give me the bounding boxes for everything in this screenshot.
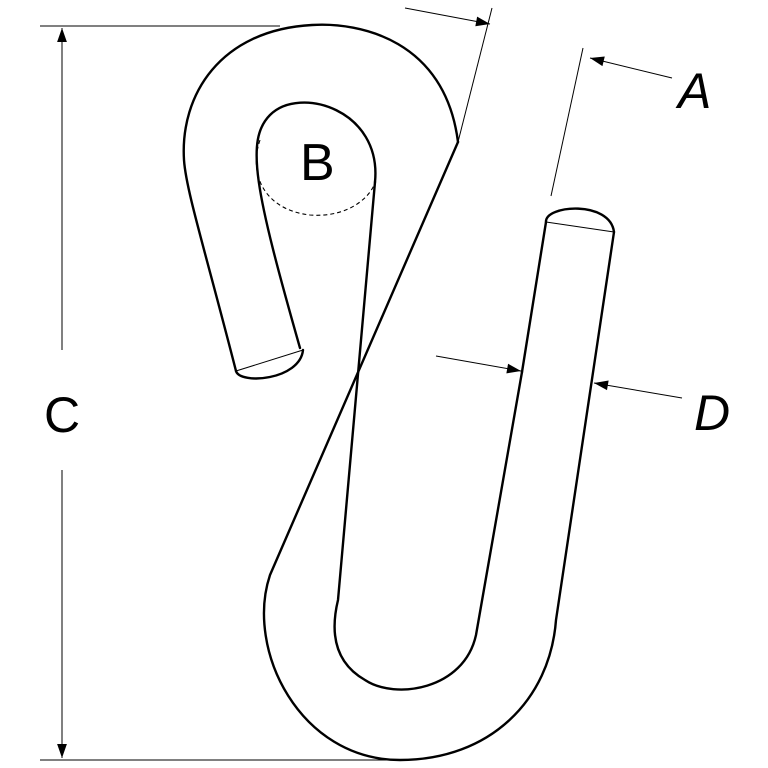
- hook-tail-end-line: [235, 349, 304, 372]
- dimension-a: [404, 7, 673, 197]
- hook-leg-inner: [520, 220, 548, 374]
- dim-a-extension-left: [457, 7, 493, 143]
- hook-tail-end-cap: [234, 348, 305, 380]
- hook-body: [182, 23, 616, 762]
- label-d: D: [694, 385, 730, 441]
- hook-outer-contour: [182, 23, 460, 373]
- hook-inner-bend: [333, 180, 524, 691]
- dim-d-arrow-left: [435, 355, 522, 374]
- dimension-d: [435, 355, 683, 399]
- eye-opening-dashed-circle: [255, 139, 376, 216]
- hook-outer-diagonal: [262, 140, 616, 762]
- dim-a-arrow-right: [589, 56, 673, 79]
- dim-a-arrow-left: [404, 7, 491, 27]
- hook-leg-end-line: [545, 221, 615, 233]
- hook-eye-inner: [255, 101, 377, 350]
- label-a: A: [675, 63, 711, 119]
- label-b: B: [300, 134, 335, 192]
- label-c: C: [44, 387, 80, 443]
- dim-d-arrow-right: [593, 380, 683, 399]
- hook-leg-end-cap: [544, 207, 616, 234]
- dim-a-extension-right: [550, 47, 584, 197]
- dimension-c: [40, 25, 390, 761]
